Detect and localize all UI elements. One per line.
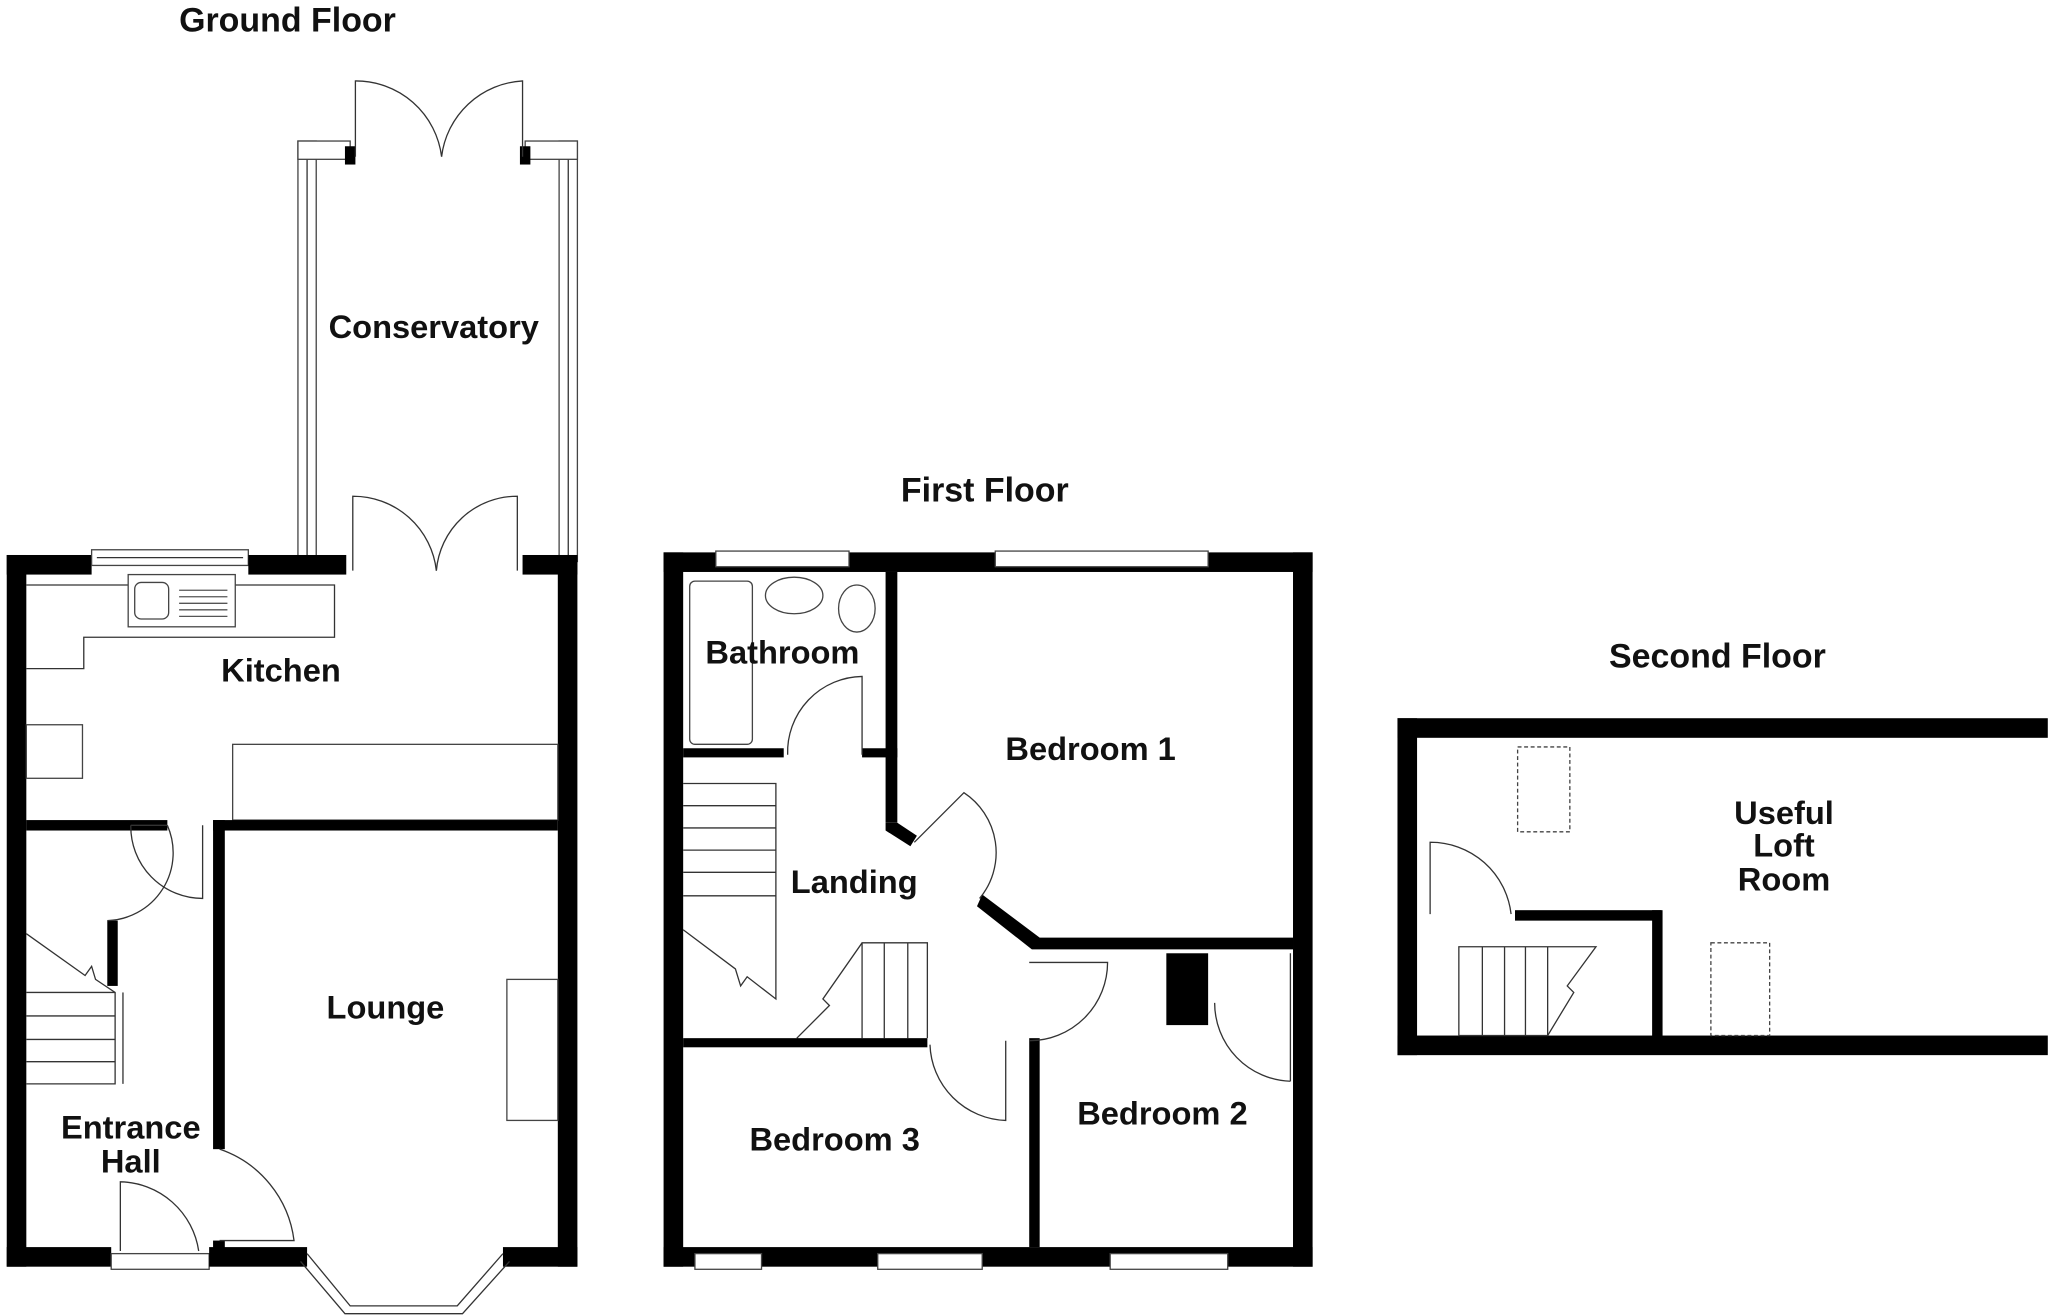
bathtub <box>689 580 754 745</box>
room-label-loft-2: Loft <box>1753 827 1815 864</box>
room-label-bedroom-3: Bedroom 3 <box>749 1120 919 1157</box>
room-label-lounge: Lounge <box>327 989 445 1026</box>
front-door-step <box>110 1252 210 1270</box>
room-label-loft-1: Useful <box>1734 794 1834 831</box>
second-floor-title: Second Floor <box>1609 637 1826 675</box>
first-floor: First Floor Bathroom Bedroom 1 <box>663 471 1313 1270</box>
staircase <box>1458 946 1598 1037</box>
room-label-bedroom-1: Bedroom 1 <box>1005 730 1175 767</box>
room-label-loft-3: Room <box>1738 861 1830 898</box>
door-swing <box>352 495 438 571</box>
room-label-entrance-hall: Entrance <box>61 1109 201 1146</box>
door-swing <box>119 1181 200 1252</box>
ground-floor-title: Ground Floor <box>179 1 396 39</box>
cupboard-door <box>1214 1002 1291 1082</box>
skylight <box>1710 942 1771 1037</box>
room-label-entrance-hall-2: Hall <box>101 1143 161 1180</box>
conservatory: Conservatory <box>297 80 579 571</box>
staircase <box>682 782 929 1039</box>
room-label-conservatory: Conservatory <box>329 308 539 345</box>
room-label-bedroom-2: Bedroom 2 <box>1077 1094 1247 1131</box>
door-swing <box>929 1040 1007 1122</box>
windows <box>694 550 1229 1270</box>
staircase <box>25 933 124 1085</box>
bay-window <box>306 1253 504 1307</box>
door-swing <box>913 791 997 899</box>
first-floor-title: First Floor <box>901 471 1069 509</box>
chimney-breast <box>1166 953 1209 1026</box>
toilet <box>837 584 876 633</box>
washbasin <box>764 576 824 615</box>
room-label-landing: Landing <box>791 863 918 900</box>
door-swing <box>219 1148 295 1242</box>
door-swing <box>1429 841 1512 915</box>
room-label-bathroom: Bathroom <box>705 633 859 670</box>
door-swing <box>1029 961 1109 1042</box>
door-swing <box>786 675 863 755</box>
second-floor: Second Floor Useful Loft Room <box>1397 637 2048 1056</box>
ground-floor: Ground Floor Conservatory <box>6 1 579 1315</box>
door-swing <box>354 80 443 157</box>
door-swing <box>107 824 204 922</box>
skylight <box>1516 746 1571 833</box>
room-label-kitchen: Kitchen <box>221 652 341 689</box>
